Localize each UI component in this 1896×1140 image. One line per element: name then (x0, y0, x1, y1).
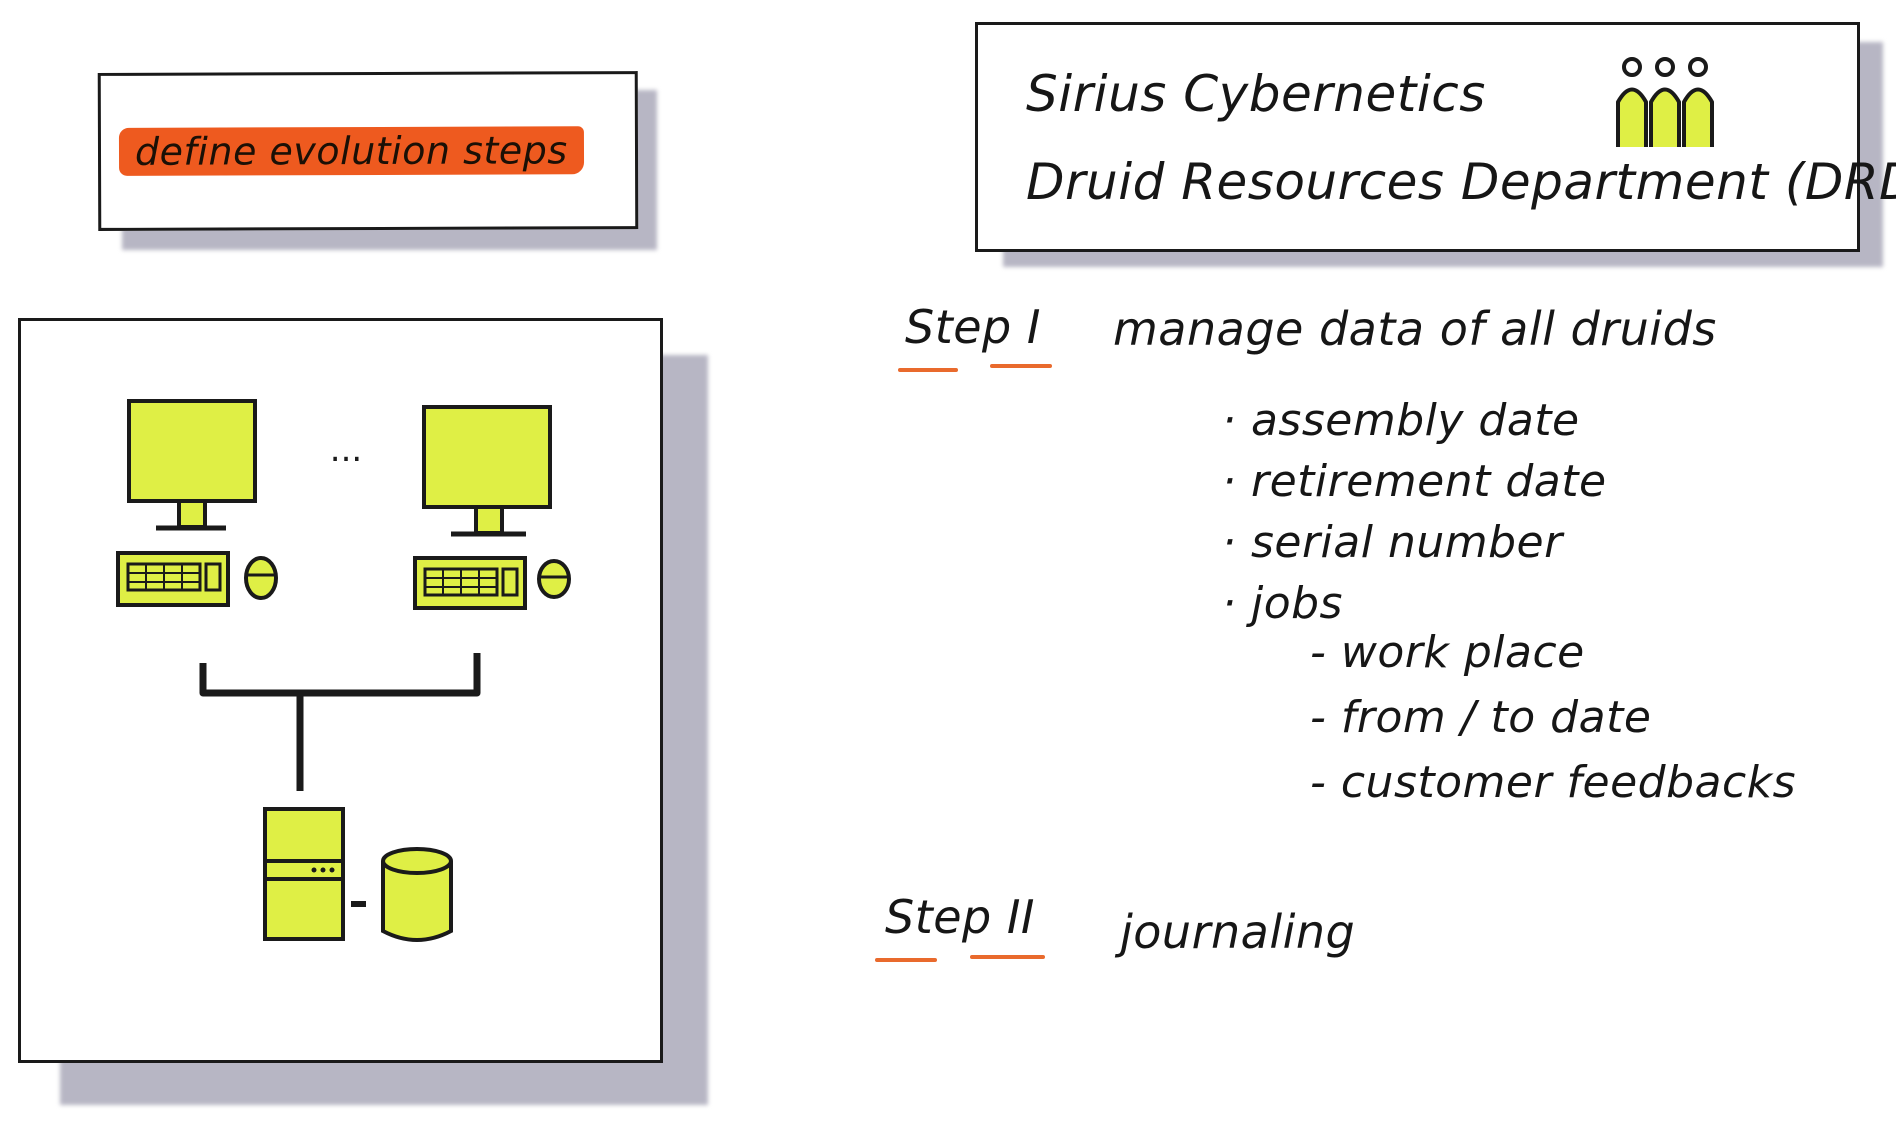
step-1-label: Step I (905, 300, 1041, 354)
step-2-underline-a (875, 958, 937, 962)
bullet-serial-number: · serial number (1222, 517, 1563, 568)
sub-bullet-from-to-date: - from / to date (1310, 692, 1652, 743)
monitor-icon (422, 405, 552, 509)
sub-bullet-customer-feedbacks: - customer feedbacks (1310, 757, 1797, 808)
monitor-stand (474, 505, 504, 535)
step-2-underline-b (970, 955, 1045, 959)
step-1-underline-a (898, 368, 958, 372)
step-2-label: Step II (885, 890, 1035, 944)
workstation-right (413, 405, 571, 610)
server-icon (263, 807, 345, 941)
diagram-box: ... (18, 318, 663, 1063)
company-box: Sirius Cybernetics Druid Resources Depar… (975, 22, 1896, 252)
network-diagram: ... (116, 399, 571, 942)
step-2-text: journaling (1120, 905, 1356, 959)
bullet-assembly-date: · assembly date (1222, 395, 1580, 446)
ellipsis: ... (330, 430, 362, 470)
sub-bullet-work-place: - work place (1310, 627, 1585, 678)
company-department: Druid Resources Department (DRD) (1026, 153, 1896, 211)
monitor-stand (177, 499, 207, 529)
people-icon (1616, 57, 1714, 147)
company-name: Sirius Cybernetics (1026, 65, 1486, 123)
bullet-jobs: · jobs (1222, 578, 1343, 629)
network-connector (199, 653, 481, 697)
mouse-icon (244, 556, 278, 600)
keyboard-icon (413, 556, 527, 610)
database-icon (381, 847, 453, 942)
title-box: define evolution steps (97, 71, 639, 231)
monitor-icon (127, 399, 257, 503)
bullet-retirement-date: · retirement date (1222, 456, 1607, 507)
step-1-text: manage data of all druids (1113, 302, 1717, 356)
keyboard-icon (116, 551, 230, 607)
workstation-left (116, 399, 278, 607)
mouse-icon (537, 559, 571, 599)
step-1-underline-b (990, 364, 1052, 368)
title-text: define evolution steps (134, 128, 568, 174)
